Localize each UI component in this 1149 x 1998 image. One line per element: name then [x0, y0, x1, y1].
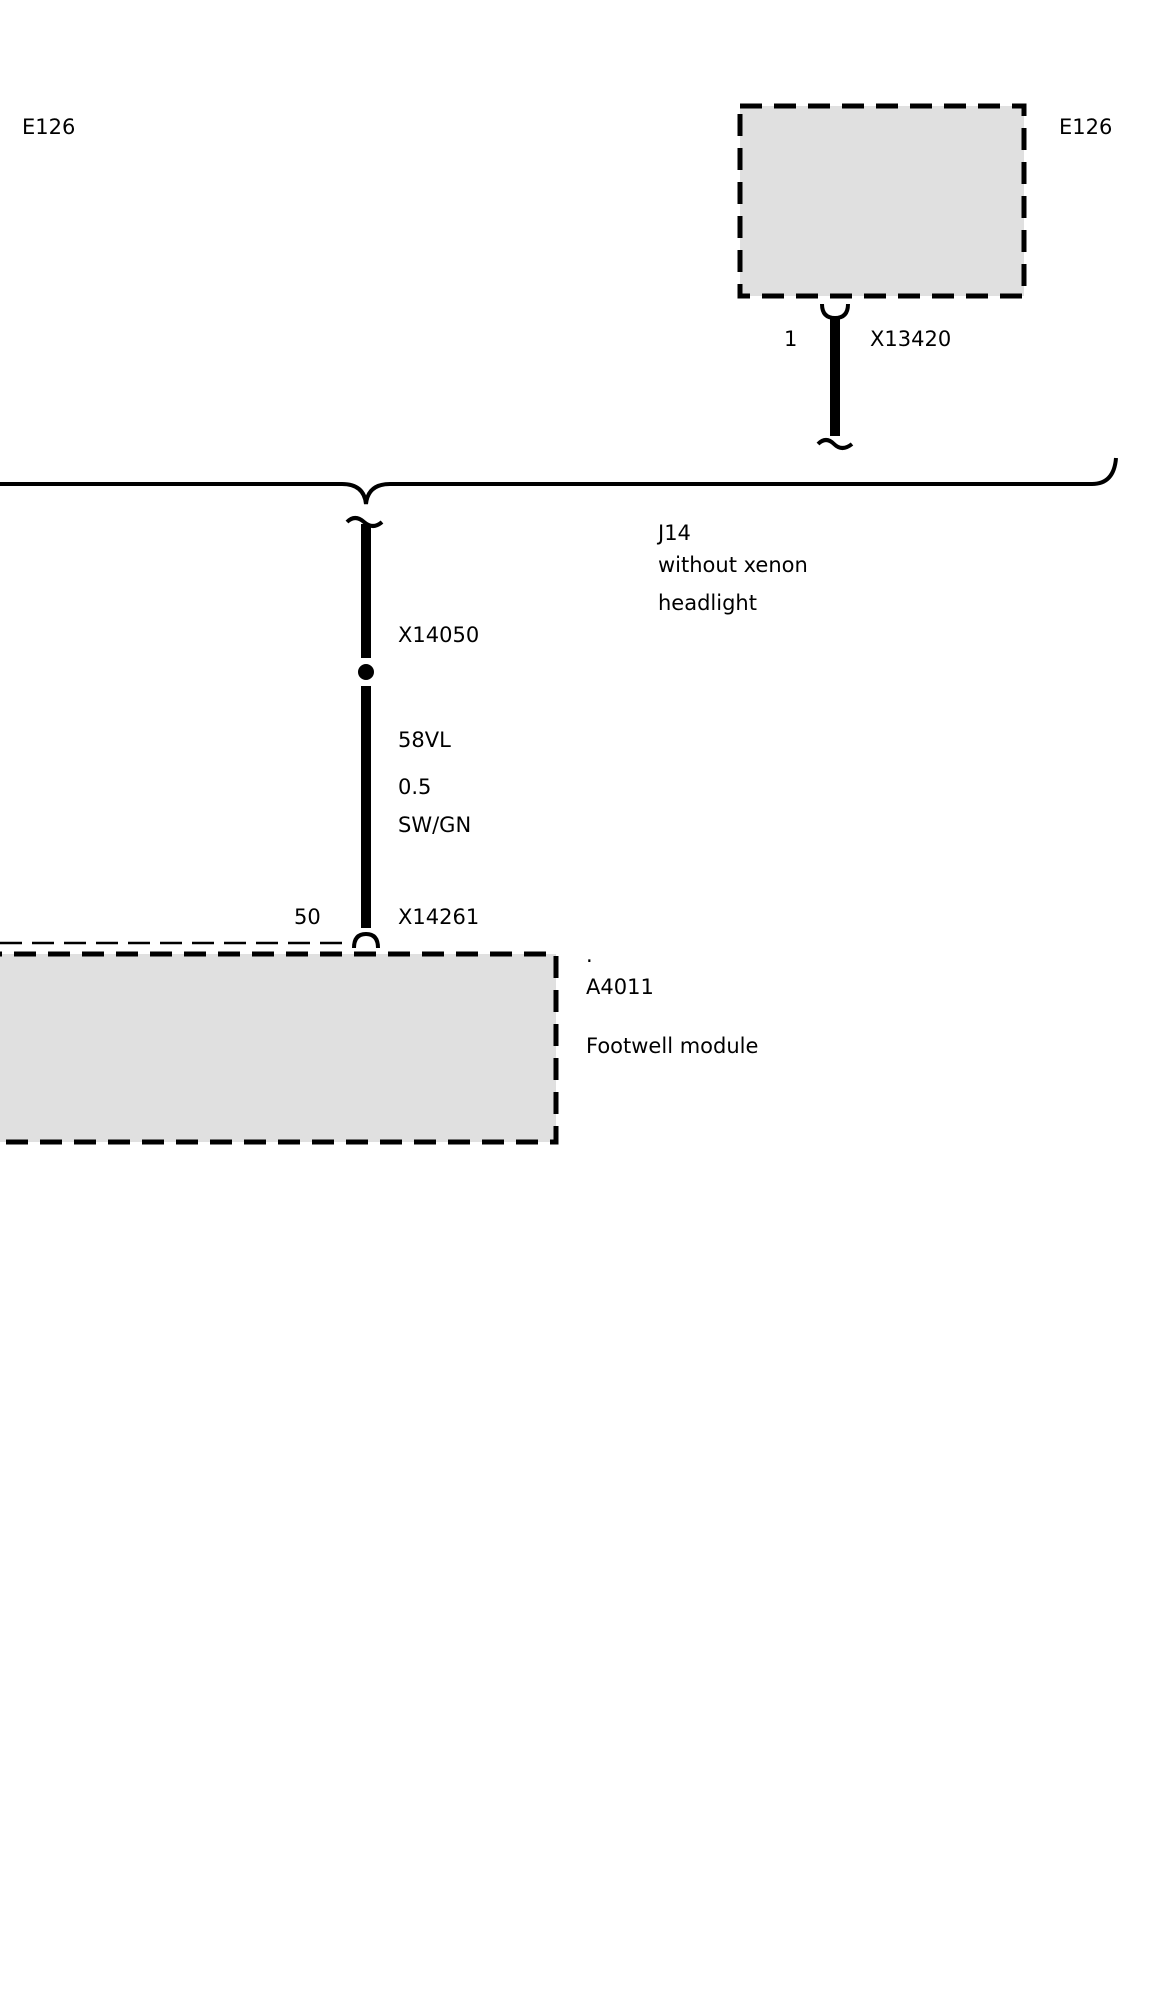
- component-label-right: E126: [1059, 115, 1113, 139]
- splice-x14050: [354, 660, 378, 684]
- component-box-e126: [737, 103, 1027, 299]
- junction-bus-j14: [0, 457, 1118, 505]
- module-id: A4011: [586, 975, 654, 999]
- wire-end-tilde-main: [345, 516, 384, 528]
- connector-x13420-symbol: [820, 303, 850, 321]
- wire-color-label: SW/GN: [398, 813, 472, 837]
- wire-cross-section-label: 0.5: [398, 775, 432, 799]
- junction-condition-line1: without xenon: [658, 553, 808, 577]
- module-connector-label: X14261: [398, 905, 480, 929]
- module-marker: .: [586, 943, 593, 967]
- splice-connector-label: X14050: [398, 623, 480, 647]
- connector-label-top: X13420: [870, 327, 952, 351]
- connector-x14261-symbol: [352, 931, 380, 949]
- component-box-a4011: [0, 951, 559, 1145]
- junction-id: J14: [658, 521, 691, 545]
- pin-number-top: 1: [784, 327, 798, 351]
- module-pin-number: 50: [294, 905, 321, 929]
- junction-condition-line2: headlight: [658, 591, 757, 615]
- module-name: Footwell module: [586, 1034, 759, 1058]
- wire-signal-label: 58VL: [398, 728, 451, 752]
- wire-end-tilde-top: [816, 438, 854, 450]
- component-label-left: E126: [22, 115, 76, 139]
